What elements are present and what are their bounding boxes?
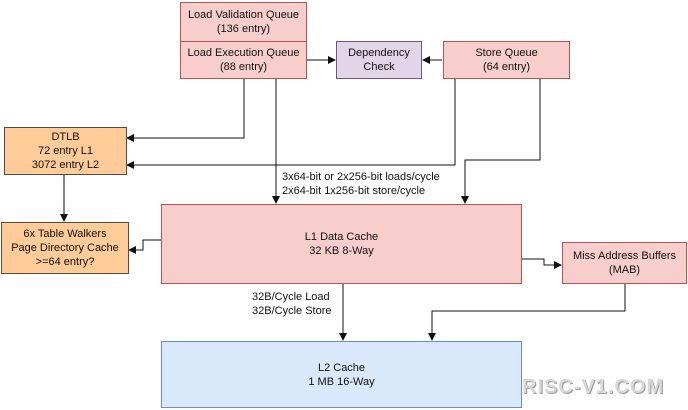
- l2-size: 1 MB 16-Way: [308, 375, 375, 388]
- loads-bandwidth-label: 3x64-bit or 2x256-bit loads/cycle 2x64-b…: [282, 170, 440, 198]
- l1-title: L1 Data Cache: [304, 231, 379, 243]
- l2-label-line2: 32B/Cycle Store: [252, 305, 332, 317]
- dep-line1: Dependency: [348, 47, 410, 59]
- watermark: RISC-V1.COM: [522, 376, 665, 398]
- miss-address-buffers-node: Miss Address Buffers (MAB): [562, 242, 687, 284]
- mab-abbr: (MAB): [608, 264, 641, 276]
- lvq-size: (136 entry): [216, 23, 271, 35]
- arrow-mab-to-l2: [428, 284, 626, 341]
- arrow-sq-to-l1: [461, 78, 541, 204]
- loads-label-line1: 3x64-bit or 2x256-bit loads/cycle: [282, 171, 440, 183]
- sq-size: (64 entry): [482, 61, 531, 73]
- l1-data-cache-node: L1 Data Cache 32 KB 8-Way: [161, 204, 522, 284]
- l1-size: 32 KB 8-Way: [309, 245, 374, 257]
- arrow-sq-to-dtlb: [126, 78, 456, 169]
- load-execution-queue-node: Load Execution Queue (88 entry): [180, 41, 307, 79]
- store-queue-node: Store Queue (64 entry): [443, 41, 570, 79]
- table-walkers-node: 6x Table Walkers Page Directory Cache >=…: [1, 222, 129, 274]
- dtlb-l2: 3072 entry L2: [31, 159, 100, 171]
- dtlb-l1: 72 entry L1: [37, 145, 94, 157]
- arrow-leq-to-dtlb: [126, 78, 245, 142]
- dependency-check-node: Dependency Check: [336, 41, 422, 79]
- leq-title: Load Execution Queue: [187, 47, 300, 59]
- l2-title: L2 Cache: [317, 361, 366, 374]
- tw-line1: 6x Table Walkers: [23, 228, 107, 240]
- l2-label-line1: 32B/Cycle Load: [252, 291, 330, 303]
- dtlb-node: DTLB 72 entry L1 3072 entry L2: [4, 127, 127, 175]
- tw-line2: Page Directory Cache: [11, 242, 119, 254]
- dep-line2: Check: [363, 61, 395, 73]
- leq-size: (88 entry): [219, 61, 268, 73]
- lvq-title: Load Validation Queue: [187, 9, 300, 21]
- mab-title: Miss Address Buffers: [572, 250, 677, 262]
- sq-title: Store Queue: [475, 47, 538, 59]
- arrow-l1-to-tw: [128, 239, 161, 254]
- l2-bandwidth-label: 32B/Cycle Load 32B/Cycle Store: [252, 290, 331, 318]
- dtlb-title: DTLB: [51, 131, 80, 143]
- arrow-l1-to-mab: [522, 258, 562, 269]
- l2-cache-node: L2 Cache 1 MB 16-Way: [161, 341, 522, 408]
- loads-label-line2: 2x64-bit 1x256-bit store/cycle: [282, 185, 426, 197]
- tw-line3: >=64 entry?: [35, 256, 95, 268]
- load-validation-queue-node: Load Validation Queue (136 entry): [180, 2, 307, 42]
